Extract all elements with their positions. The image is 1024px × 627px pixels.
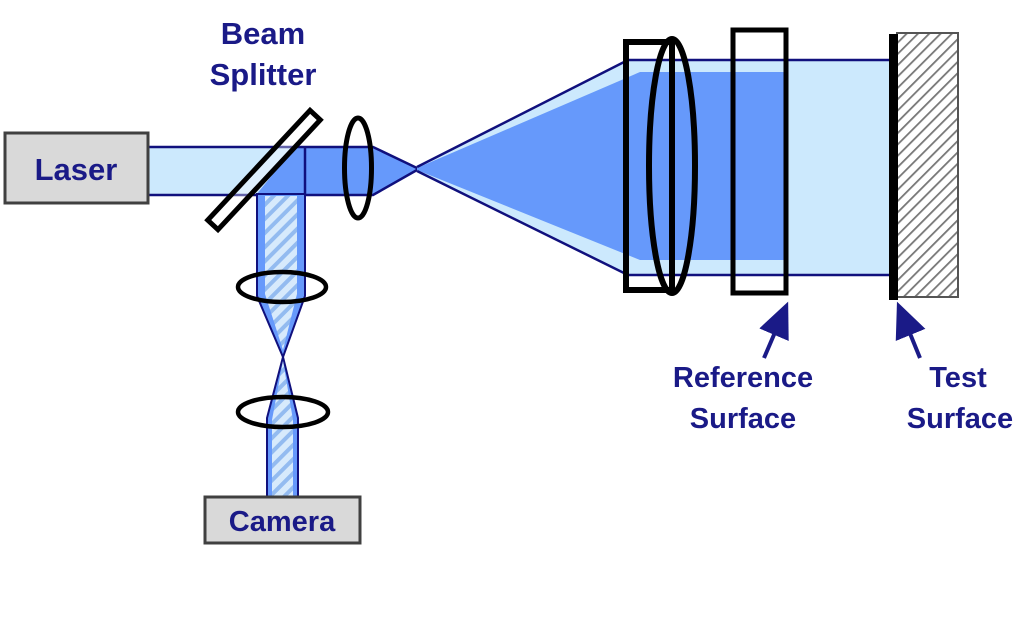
laser-beam-dark-segment: [256, 147, 417, 195]
reference-surface-label: Reference Surface: [673, 362, 813, 435]
laser-label: Laser: [35, 152, 118, 187]
reference-surface-label-line2: Surface: [690, 403, 796, 435]
test-surface-label-line1: Test: [929, 362, 987, 394]
reference-surface-label-line1: Reference: [673, 362, 813, 394]
laser-box: Laser: [3, 131, 150, 205]
collimating-lens: [623, 36, 698, 296]
reference-surface-arrow: [759, 301, 789, 359]
collimating-lens-curve: [646, 36, 698, 296]
laser-box-body: [3, 131, 150, 205]
reference-flat: [730, 27, 789, 296]
test-surface: [889, 32, 959, 300]
test-surface-arrow: [895, 301, 926, 359]
imaging-lens-1-icon: [235, 269, 329, 305]
return-beam-vertical: [256, 193, 306, 498]
beam-splitter-label: Beam Splitter: [210, 16, 317, 92]
camera-box-body: [203, 495, 362, 545]
collimating-lens-body: [623, 39, 675, 293]
test-surface-face-bar: [889, 34, 898, 300]
test-surface-label-line2: Surface: [907, 403, 1013, 435]
camera-box: Camera: [203, 495, 362, 545]
test-surface-hatch: [896, 32, 959, 298]
beam-splitter-label-line1: Beam: [221, 16, 305, 51]
camera-label: Camera: [229, 506, 336, 538]
imaging-lens-2-icon: [235, 394, 331, 430]
test-surface-label: Test Surface: [907, 362, 1013, 435]
beam-splitter-label-line2: Splitter: [210, 57, 317, 92]
laser-beam-horizontal: [148, 145, 419, 197]
diverger-lens-icon: [342, 115, 374, 221]
beam-splitter-plate: [204, 106, 324, 234]
